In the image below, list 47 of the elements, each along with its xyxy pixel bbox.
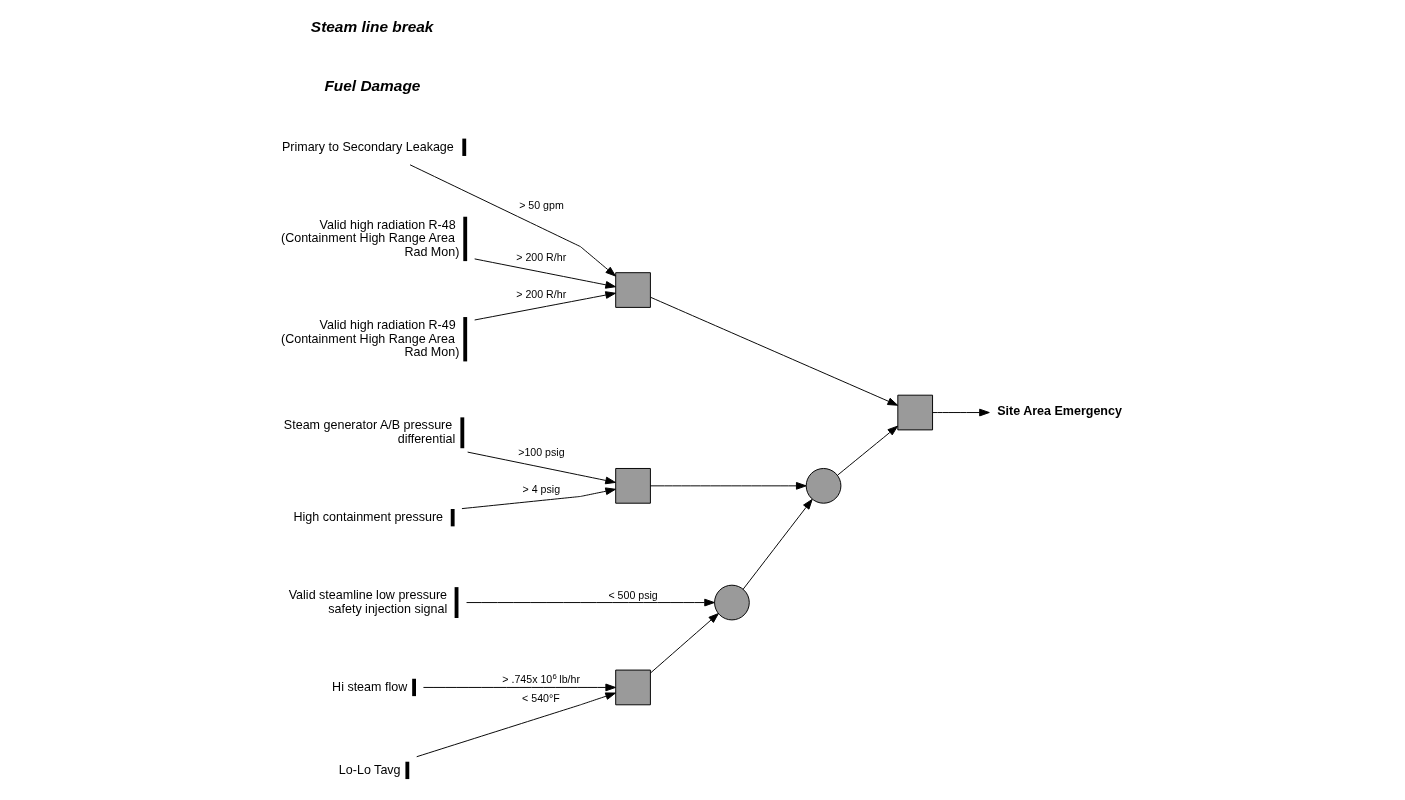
node-box <box>463 216 468 262</box>
arrow <box>474 291 616 321</box>
arrow <box>932 408 990 417</box>
node-circle <box>805 468 842 504</box>
edge-label: > 200 R/hr <box>516 250 567 263</box>
arrow <box>461 487 616 510</box>
edge-label: >100 psig <box>518 445 565 458</box>
node-box <box>412 678 416 697</box>
edge-label: < 500 psig <box>608 589 658 602</box>
node-label: Steam generator A/B pressure differential <box>283 418 456 446</box>
node-label: Valid steamline low pressure safety injection signal <box>288 588 448 616</box>
node-box <box>462 138 467 156</box>
node-box <box>463 317 468 362</box>
node-label: Primary to Secondary Leakage <box>281 139 454 154</box>
node-box <box>405 761 410 780</box>
label: Steam line break <box>310 18 434 36</box>
arrow <box>649 482 807 490</box>
node-label: High containment pressure <box>293 509 444 524</box>
node-box <box>615 669 651 706</box>
node-label: Valid high radiation R-48 (Containment High Range Area Rad Mon) <box>280 217 460 259</box>
node-box <box>450 509 455 527</box>
node-label: Valid high radiation R-49 (Containment High Range Area Rad Mon) <box>280 318 460 360</box>
arrow <box>650 296 899 406</box>
arrow <box>466 598 715 607</box>
edge-label: > 50 gpm <box>519 198 564 211</box>
arrow <box>416 692 616 758</box>
node-label: Hi steam flow <box>332 679 408 694</box>
edge-label: > .745x 10$^{6}$ lb/hr <box>502 671 580 686</box>
node-box <box>460 417 465 449</box>
node-box <box>897 394 934 431</box>
arrow <box>837 425 899 476</box>
node-text: Site Area Emergency <box>997 403 1122 418</box>
arrow <box>474 258 616 289</box>
label: Fuel Damage <box>324 77 421 95</box>
arrow <box>409 164 616 277</box>
arrow <box>650 613 719 674</box>
arrow <box>467 451 616 485</box>
node-label: Lo-Lo Tavg <box>338 762 401 777</box>
arrow <box>422 683 616 692</box>
node-circle <box>714 584 750 621</box>
arrow <box>742 498 813 590</box>
node-box <box>615 468 651 504</box>
edge-label: > 4 psig <box>522 483 561 496</box>
edge-label: < 540°F <box>522 691 560 704</box>
node-box <box>615 272 651 308</box>
edge-label: > 200 R/hr <box>516 287 567 300</box>
node-box <box>454 587 459 618</box>
